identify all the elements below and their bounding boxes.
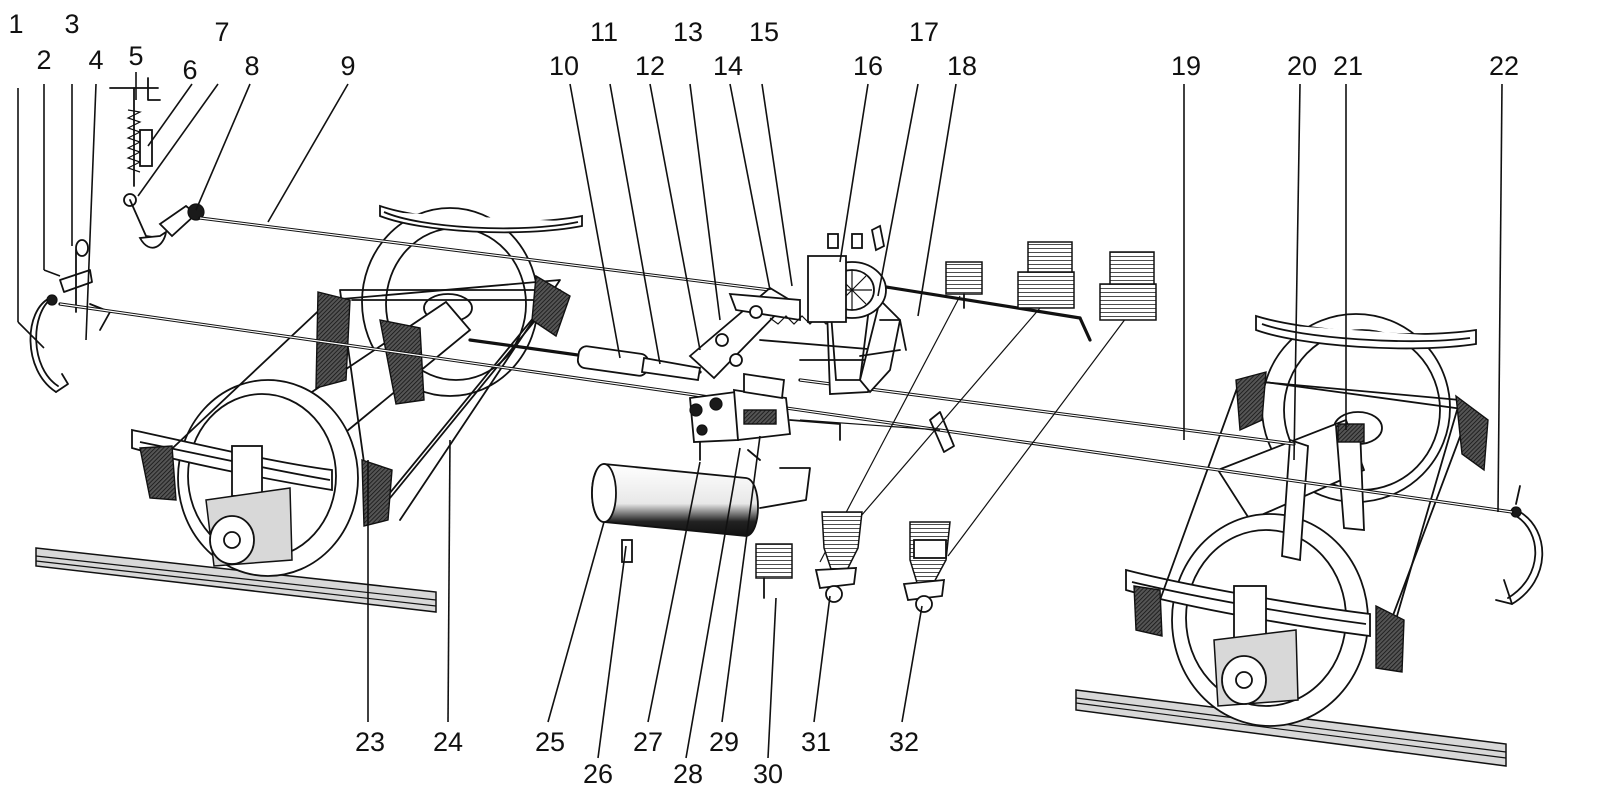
callout-4: 4 [88, 45, 103, 75]
callout-22: 22 [1489, 51, 1519, 81]
callout-20: 20 [1287, 51, 1317, 81]
callout-13: 13 [673, 17, 703, 47]
brake-cylinder-assembly [576, 224, 907, 395]
callout-3: 3 [64, 9, 79, 39]
callout-26: 26 [583, 759, 613, 789]
callout-11: 11 [590, 17, 618, 47]
left-wheelset [131, 204, 583, 577]
callout-24: 24 [433, 727, 463, 757]
brake-blocks-top [945, 241, 1157, 321]
callout-6: 6 [182, 55, 197, 85]
brake-blocks-bottom [755, 511, 951, 613]
callout-9: 9 [340, 51, 355, 81]
callout-25: 25 [535, 727, 565, 757]
callout-10: 10 [549, 51, 579, 81]
right-wheelset [1125, 313, 1489, 727]
callout-27: 27 [633, 727, 663, 757]
left-hand-brake [29, 77, 205, 393]
callout-15: 15 [749, 17, 779, 47]
callout-16: 16 [853, 51, 883, 81]
callout-7: 7 [214, 17, 229, 47]
air-distributor [689, 372, 841, 509]
callout-30: 30 [753, 759, 783, 789]
callout-14: 14 [713, 51, 743, 81]
callout-29: 29 [709, 727, 739, 757]
callout-18: 18 [947, 51, 977, 81]
callout-12: 12 [635, 51, 665, 81]
callout-21: 21 [1333, 51, 1363, 81]
right-hand-brake [1495, 485, 1544, 605]
callout-1: 1 [8, 9, 23, 39]
callout-23: 23 [355, 727, 385, 757]
left-rail [35, 547, 437, 613]
right-rail [1075, 689, 1507, 767]
callout-31: 31 [801, 727, 831, 757]
air-reservoir [591, 463, 759, 563]
leader-lines [17, 72, 1503, 759]
callout-2: 2 [36, 45, 51, 75]
callout-28: 28 [673, 759, 703, 789]
callout-19: 19 [1171, 51, 1201, 81]
callout-5: 5 [128, 41, 143, 71]
callout-32: 32 [889, 727, 919, 757]
callout-labels: 1 2 3 4 5 6 7 8 9 10 11 12 13 14 15 16 1… [8, 9, 1519, 789]
callout-8: 8 [244, 51, 259, 81]
callout-17: 17 [909, 17, 939, 47]
